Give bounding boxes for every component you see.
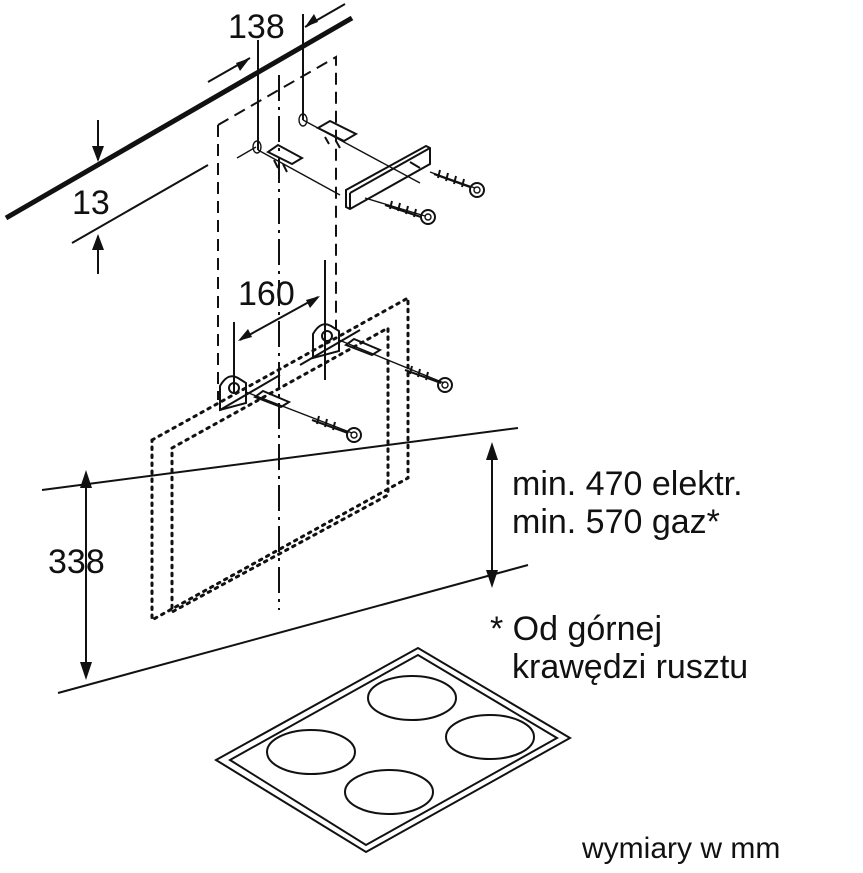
hob-burner-icon-3 — [266, 729, 356, 775]
hob-inner-frame — [228, 653, 559, 847]
hob-burner-icon-2 — [445, 714, 535, 760]
hob-burner-icon-4 — [344, 769, 434, 815]
units-note: wymiary w mm — [581, 832, 780, 865]
dimension-138: 138 — [207, 3, 346, 150]
screw-icon-2 — [364, 197, 436, 225]
upper-wall-plugs — [236, 113, 421, 196]
lower-bracket-left — [219, 374, 353, 434]
hob-burner-icon — [367, 675, 457, 721]
screw-icon-4 — [311, 415, 362, 443]
footnote-line2: krawędzi rusztu — [512, 648, 748, 686]
hood-bottom-edge — [41, 427, 519, 491]
ceiling-edge — [4, 15, 354, 221]
dimension-338-label: 338 — [48, 543, 105, 581]
lower-bracket-right — [299, 323, 445, 384]
dimension-13-label: 13 — [72, 184, 110, 222]
bracket-icon — [345, 144, 431, 211]
hob-outer-frame — [214, 646, 573, 854]
hob-plane-edge — [57, 564, 529, 694]
dimension-160: 160 — [233, 260, 326, 392]
dimension-338: 338 — [48, 470, 105, 680]
screw-icon — [429, 169, 485, 198]
hood-outline — [150, 295, 410, 623]
hob — [214, 646, 573, 854]
min-gas-text: min. 570 gaz* — [512, 503, 720, 541]
dimension-min-height — [486, 442, 498, 588]
dimension-138-label: 138 — [228, 8, 285, 46]
dimension-13: 13 — [71, 120, 209, 274]
footnote-line1: * Od górnej — [490, 610, 662, 648]
wall-plug-icon — [266, 143, 305, 173]
min-electric-text: min. 470 elektr. — [512, 465, 743, 503]
screw-icon-3 — [404, 365, 453, 393]
chimney-outline — [217, 55, 337, 400]
dimension-160-label: 160 — [238, 275, 295, 313]
